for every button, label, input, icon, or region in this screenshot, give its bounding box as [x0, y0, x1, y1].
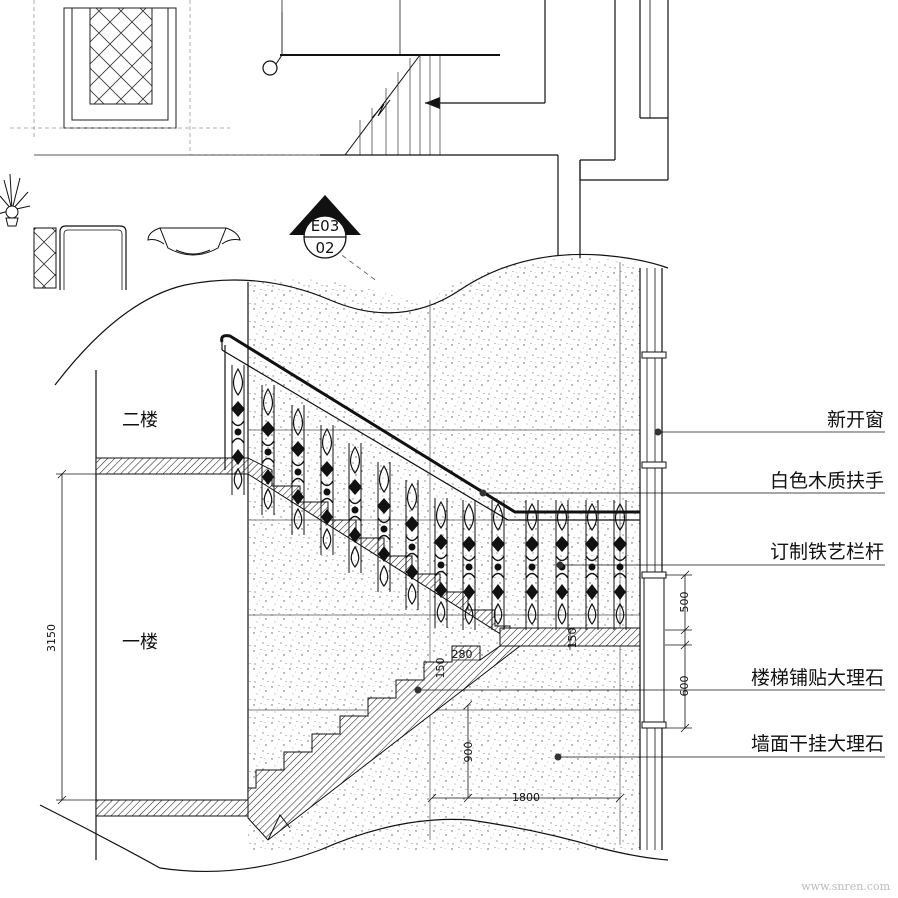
new-window-frame	[639, 268, 667, 850]
dim-window-gap: 600	[678, 676, 691, 697]
white-wood-handrail	[220, 334, 640, 521]
dim-landing-thickness: 150	[566, 628, 579, 649]
section-tag-sheet: 02	[315, 239, 334, 257]
floor-label-lower: 一楼	[122, 632, 158, 653]
dim-landing-width: 1800	[512, 791, 540, 804]
dim-tread-depth: 280	[452, 648, 473, 661]
dim-rail-height: 500	[678, 592, 691, 613]
dim-riser-height: 150	[434, 658, 447, 679]
callout-stair-marble-paving: 楼梯铺贴大理石	[751, 667, 884, 689]
callout-new-window: 新开窗	[827, 409, 884, 431]
section-tag-marker: E03 02	[289, 195, 379, 283]
section-tag-code: E03	[311, 217, 340, 235]
potted-plant-icon	[0, 173, 31, 227]
callout-leaders	[418, 431, 885, 758]
lower-flight-stringer	[247, 645, 522, 841]
callout-dots	[414, 428, 662, 761]
callout-custom-iron-railing: 订制铁艺栏杆	[770, 541, 884, 563]
dimension-lines	[56, 469, 692, 805]
wavy-crop-top	[54, 253, 669, 386]
dim-low-height: 900	[462, 742, 475, 763]
callout-wall-dry-hung-marble: 墙面干挂大理石	[751, 733, 884, 755]
watermark: www.snren.com	[801, 880, 890, 893]
dim-total-height: 3150	[45, 624, 58, 652]
ground-floor-slab	[95, 799, 249, 817]
floor-label-upper: 二楼	[122, 410, 158, 431]
plan-view-area	[0, 0, 669, 290]
callout-white-wood-handrail: 白色木质扶手	[770, 470, 884, 492]
wavy-crop-bottom	[39, 804, 669, 873]
decorative-ornament-icon	[147, 227, 241, 256]
